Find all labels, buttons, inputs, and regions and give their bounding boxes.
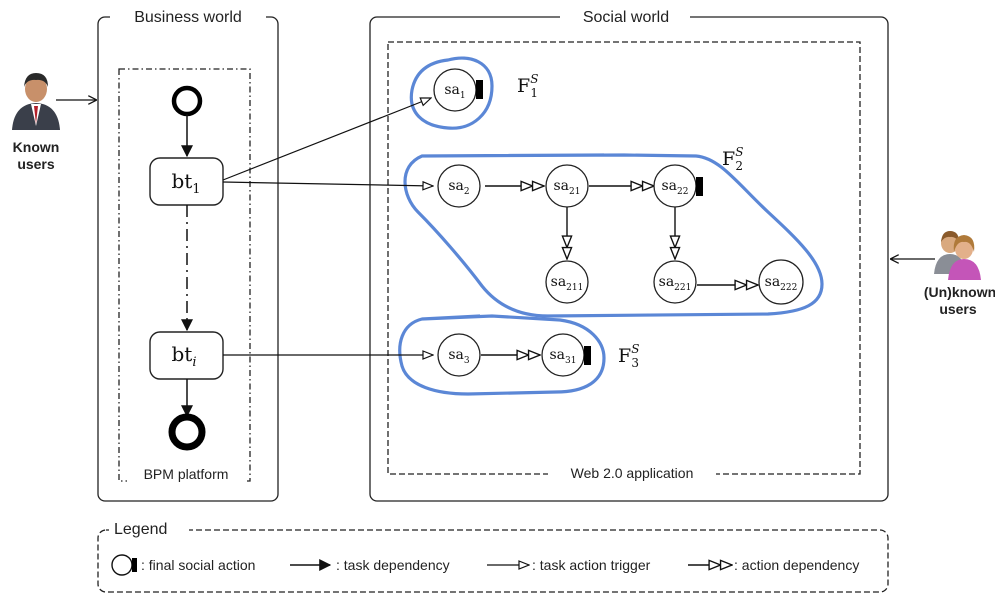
- legend-task-dependency-text: : task dependency: [336, 557, 450, 573]
- social-action-sa3: sa3: [437, 333, 481, 377]
- social-action-sa221: sa221: [653, 260, 697, 304]
- legend-task-action-trigger: : task action trigger: [487, 557, 651, 573]
- svg-text:sa222: sa222: [765, 274, 798, 293]
- business-world-panel: Business world BPM platform bt1 bti: [97, 6, 279, 502]
- final-marker: [584, 346, 591, 365]
- known-users-actor: Known users: [12, 73, 96, 172]
- unknown-users-label-line1: (Un)known: [924, 284, 995, 300]
- svg-text:sa221: sa221: [659, 274, 692, 293]
- fragment-outlines: [398, 56, 824, 396]
- svg-text:sa31: sa31: [550, 347, 577, 366]
- fragment-f1-outline: [409, 56, 494, 130]
- legend-task-action-trigger-text: : task action trigger: [532, 557, 651, 573]
- web-application-label: Web 2.0 application: [571, 465, 694, 481]
- task-bt1-label: bt1: [171, 169, 200, 197]
- svg-text:sa21: sa21: [554, 178, 581, 197]
- trigger-bt1-sa1: [222, 98, 431, 181]
- task-bti-label: bti: [171, 342, 196, 370]
- known-users-label-line1: Known: [13, 139, 60, 155]
- social-world-title: Social world: [583, 9, 669, 26]
- final-marker: [696, 177, 703, 196]
- svg-text:sa22: sa22: [662, 178, 689, 197]
- social-action-sa211: sa211: [545, 260, 589, 304]
- social-world-panel: Social world Web 2.0 application: [369, 6, 889, 502]
- social-action-sa21: sa21: [545, 164, 589, 208]
- svg-text:sa3: sa3: [448, 347, 470, 366]
- business-world-title: Business world: [134, 9, 242, 26]
- legend-action-dependency: : action dependency: [688, 557, 859, 573]
- action-dependencies: [481, 186, 758, 355]
- unknown-users-actor: (Un)known users: [891, 231, 995, 317]
- svg-text:sa211: sa211: [551, 274, 584, 293]
- end-event: [168, 413, 206, 451]
- known-users-label-line2: users: [17, 156, 55, 172]
- social-action-sa1: sa1: [433, 68, 483, 112]
- svg-text:sa1: sa1: [444, 82, 465, 101]
- business-man-icon: [12, 73, 60, 130]
- bpm-platform-label: BPM platform: [144, 466, 229, 482]
- legend-task-dependency: : task dependency: [290, 557, 450, 573]
- svg-text:sa2: sa2: [448, 178, 469, 197]
- fragment-f3-outline: [398, 314, 606, 396]
- task-action-triggers: [222, 98, 433, 355]
- legend-final-social-action: : final social action: [111, 554, 255, 576]
- fragment-f2-outline: [403, 153, 824, 318]
- legend-action-dependency-text: : action dependency: [734, 557, 859, 573]
- social-action-sa31: sa31: [541, 333, 591, 377]
- social-action-nodes: sa1 sa2 sa21 sa22 sa211 sa221 sa222: [433, 68, 804, 377]
- user-group-icon: [934, 231, 981, 280]
- legend: Legend : final social action : task depe…: [97, 518, 889, 593]
- start-event: [171, 85, 203, 117]
- trigger-bt1-sa2: [222, 182, 433, 186]
- social-action-sa2: sa2: [437, 164, 481, 208]
- social-action-sa222: sa222: [758, 259, 804, 305]
- final-marker: [476, 80, 483, 99]
- unknown-users-label-line2: users: [939, 301, 977, 317]
- legend-final-social-action-text: : final social action: [141, 557, 255, 573]
- legend-title: Legend: [114, 521, 167, 538]
- social-action-sa22: sa22: [653, 164, 703, 208]
